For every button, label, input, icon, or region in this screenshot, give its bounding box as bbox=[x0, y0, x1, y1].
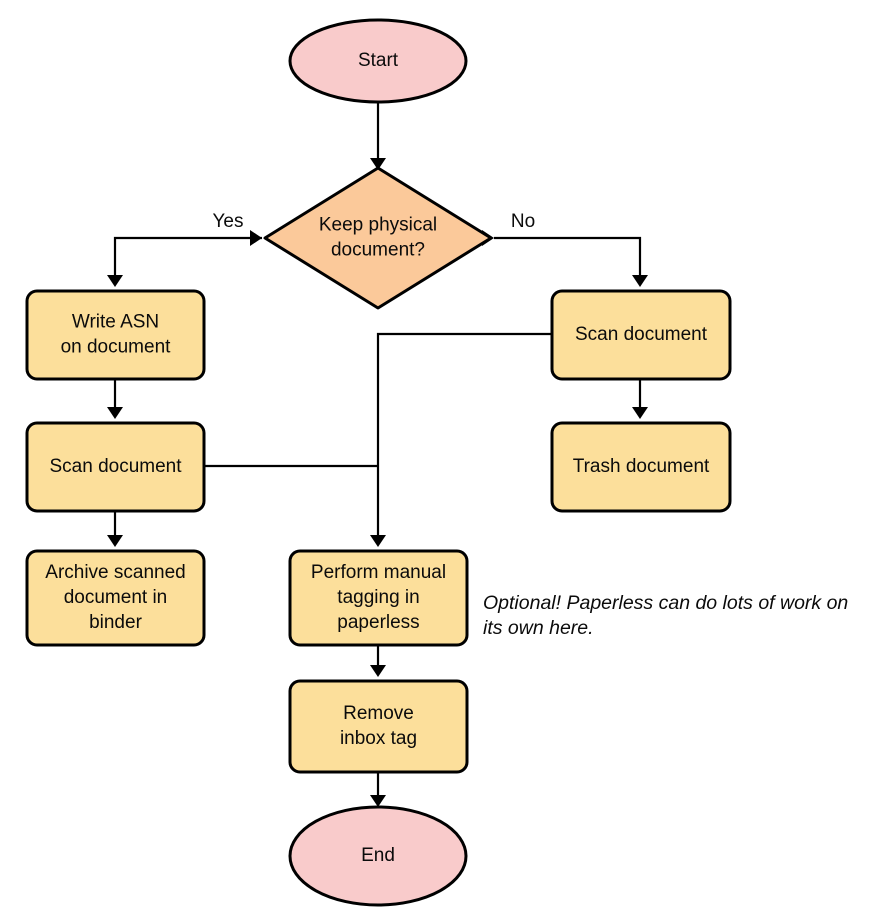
arrowhead bbox=[107, 275, 123, 287]
node-label: Scan document bbox=[49, 456, 182, 477]
terminator-shape bbox=[288, 18, 468, 104]
node-archive-binder[interactable]: Archive scanned document in binder bbox=[25, 549, 206, 647]
edge-label-decision-to-scan-right: No bbox=[511, 211, 535, 232]
arrowhead bbox=[370, 665, 386, 677]
node-label: Start bbox=[358, 50, 399, 71]
node-label: End bbox=[361, 845, 395, 866]
arrowhead bbox=[632, 275, 648, 287]
node-label: inbox tag bbox=[340, 728, 417, 749]
arrowhead bbox=[250, 230, 262, 246]
process-shape bbox=[550, 289, 732, 381]
annotation-layer: Optional! Paperless can do lots of work … bbox=[483, 592, 848, 639]
node-trash-document[interactable]: Trash document bbox=[550, 421, 732, 513]
edge-manual-tagging-to-remove-inbox bbox=[370, 645, 386, 677]
node-manual-tagging[interactable]: Perform manual tagging in paperless bbox=[288, 549, 469, 647]
edge-remove-inbox-to-end bbox=[370, 772, 386, 807]
arrowhead bbox=[107, 535, 123, 547]
arrowhead bbox=[370, 158, 386, 170]
arrowhead bbox=[632, 407, 648, 419]
terminator-shape bbox=[288, 805, 468, 907]
process-shape bbox=[288, 549, 469, 647]
node-label: document? bbox=[331, 240, 425, 261]
node-label: Trash document bbox=[573, 456, 710, 477]
node-label: paperless bbox=[337, 612, 419, 633]
node-remove-inbox-tag[interactable]: Remove inbox tag bbox=[288, 679, 469, 774]
annotation-line: its own here. bbox=[483, 617, 594, 639]
edge-scan-right-to-manual-tagging bbox=[370, 332, 552, 547]
process-shape bbox=[25, 549, 206, 647]
node-label: on document bbox=[61, 337, 172, 358]
node-label: Keep physical bbox=[319, 215, 437, 236]
arrowhead bbox=[370, 535, 386, 547]
edge-scan-right-to-trash bbox=[632, 379, 648, 419]
node-label: document in bbox=[64, 587, 168, 608]
node-scan-right[interactable]: Scan document bbox=[550, 289, 732, 381]
node-label: Write ASN bbox=[72, 312, 159, 333]
annotation-optional-note: Optional! Paperless can do lots of work … bbox=[483, 592, 848, 639]
process-shape bbox=[25, 421, 206, 513]
node-keep-physical[interactable]: Keep physical document? bbox=[263, 166, 493, 310]
edge-path bbox=[494, 236, 642, 283]
annotation-line: Optional! Paperless can do lots of work … bbox=[483, 592, 848, 614]
edge-decision-to-write-asn: Yes bbox=[107, 211, 262, 287]
node-label: Scan document bbox=[575, 324, 708, 345]
node-label: binder bbox=[89, 612, 142, 633]
edge-decision-to-scan-right: No bbox=[482, 211, 648, 287]
decision-shape bbox=[263, 166, 493, 310]
edge-start-to-decision bbox=[370, 102, 386, 170]
arrowhead bbox=[107, 407, 123, 419]
edge-write-asn-to-scan-left bbox=[107, 379, 123, 419]
edge-layer: Yes No bbox=[107, 102, 648, 807]
node-end[interactable]: End bbox=[288, 805, 468, 907]
node-label: Archive scanned bbox=[45, 562, 185, 583]
node-label: Perform manual bbox=[311, 562, 446, 583]
process-shape bbox=[550, 421, 732, 513]
node-label: Remove bbox=[343, 703, 414, 724]
edge-scan-left-to-archive bbox=[107, 511, 123, 547]
process-shape bbox=[288, 679, 469, 774]
edge-path bbox=[113, 236, 262, 283]
edge-label-decision-to-write-asn: Yes bbox=[213, 211, 244, 232]
node-start[interactable]: Start bbox=[288, 18, 468, 104]
process-shape bbox=[25, 289, 206, 381]
node-label: tagging in bbox=[337, 587, 419, 608]
node-write-asn[interactable]: Write ASN on document bbox=[25, 289, 206, 381]
arrowhead bbox=[370, 795, 386, 807]
edge-path bbox=[376, 332, 552, 543]
node-scan-left[interactable]: Scan document bbox=[25, 421, 206, 513]
